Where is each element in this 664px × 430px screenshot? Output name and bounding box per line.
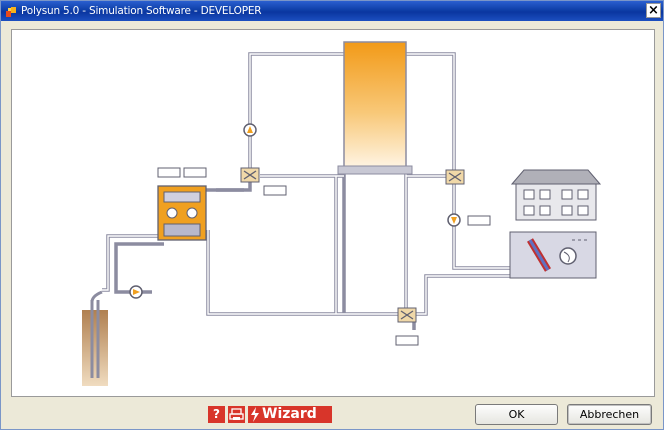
boiler-icon[interactable] [509, 231, 597, 279]
pump-icon[interactable] [447, 213, 461, 227]
wizard-button[interactable]: Wizard [248, 406, 332, 423]
valve-icon[interactable] [240, 167, 260, 183]
sensor-box-icon[interactable] [467, 215, 491, 226]
pump-icon[interactable] [129, 285, 143, 299]
bottom-bar: ? Wizard OK Abbrechen [1, 399, 663, 429]
close-icon: × [648, 3, 659, 18]
cancel-button[interactable]: Abbrechen [567, 404, 652, 425]
help-icon: ? [213, 407, 220, 421]
help-button[interactable]: ? [208, 406, 225, 423]
app-icon [6, 7, 16, 17]
valve-icon[interactable] [445, 169, 465, 185]
pipe-inner [102, 53, 510, 315]
heat-pump-icon[interactable] [157, 185, 207, 241]
pump-icon[interactable] [243, 123, 257, 137]
window-title: Polysun 5.0 - Simulation Software - DEVE… [21, 5, 262, 17]
sensor-box-icon[interactable] [395, 335, 419, 346]
print-icon [229, 408, 244, 420]
storage-tank[interactable] [337, 41, 413, 175]
hydraulic-diagram [82, 41, 602, 386]
sensor-box-icon[interactable] [263, 185, 287, 196]
close-button[interactable]: × [646, 3, 661, 18]
ok-button[interactable]: OK [475, 404, 558, 425]
wizard-label: Wizard [262, 406, 317, 422]
valve-icon[interactable] [397, 307, 417, 323]
title-bar[interactable]: Polysun 5.0 - Simulation Software - DEVE… [1, 1, 663, 21]
lightning-icon [251, 407, 259, 422]
ground-probe-icon[interactable] [82, 290, 108, 386]
print-button[interactable] [228, 406, 245, 423]
sensor-box-icon[interactable] [157, 167, 181, 178]
system-diagram-canvas[interactable] [11, 29, 655, 397]
sensor-box-icon[interactable] [183, 167, 207, 178]
building-icon[interactable] [510, 169, 602, 221]
